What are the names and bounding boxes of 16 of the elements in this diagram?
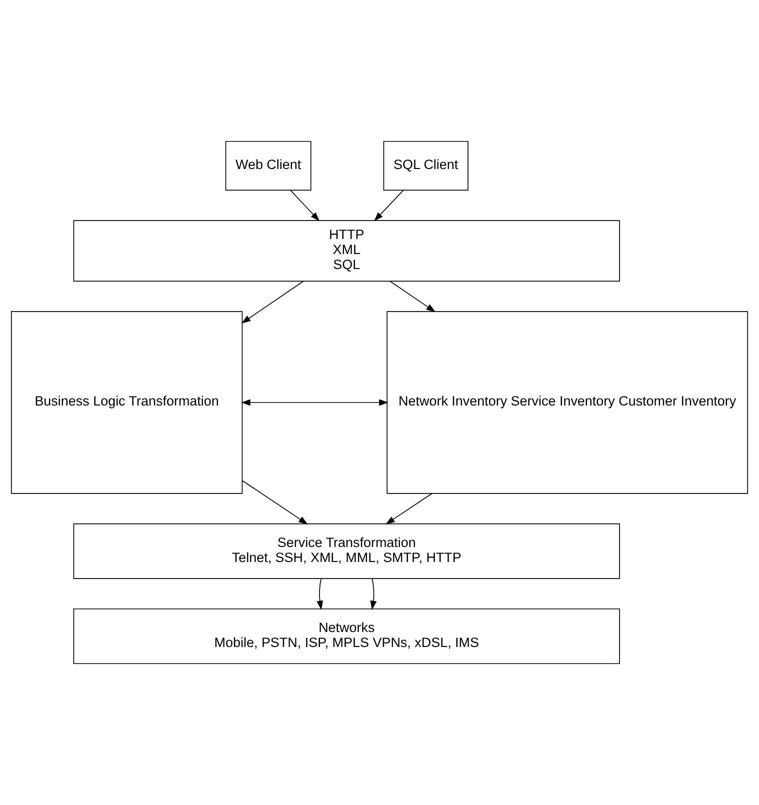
arrow [370,578,377,610]
node-box: Service Transformation Telnet, SSH, XML, MML, SMTP, HTTP [73,523,620,579]
arrow [386,493,432,524]
arrow [390,280,436,312]
arrow [241,399,388,406]
node-box: Network Inventory Service Inventory Customer Inventory [386,311,748,494]
arrow [290,190,320,222]
node-box: SQL Client [383,140,468,191]
node-box: Networks Mobile, PSTN, ISP, MPLS VPNs, xDSL, IMS [73,608,620,664]
arrow [241,280,304,324]
arrow [374,190,404,222]
arrow [242,480,308,524]
node-box: HTTP XML SQL [73,220,620,282]
node-box: Business Logic Transformation [10,311,243,494]
arrow [316,578,324,610]
node-box: Web Client [225,140,312,191]
